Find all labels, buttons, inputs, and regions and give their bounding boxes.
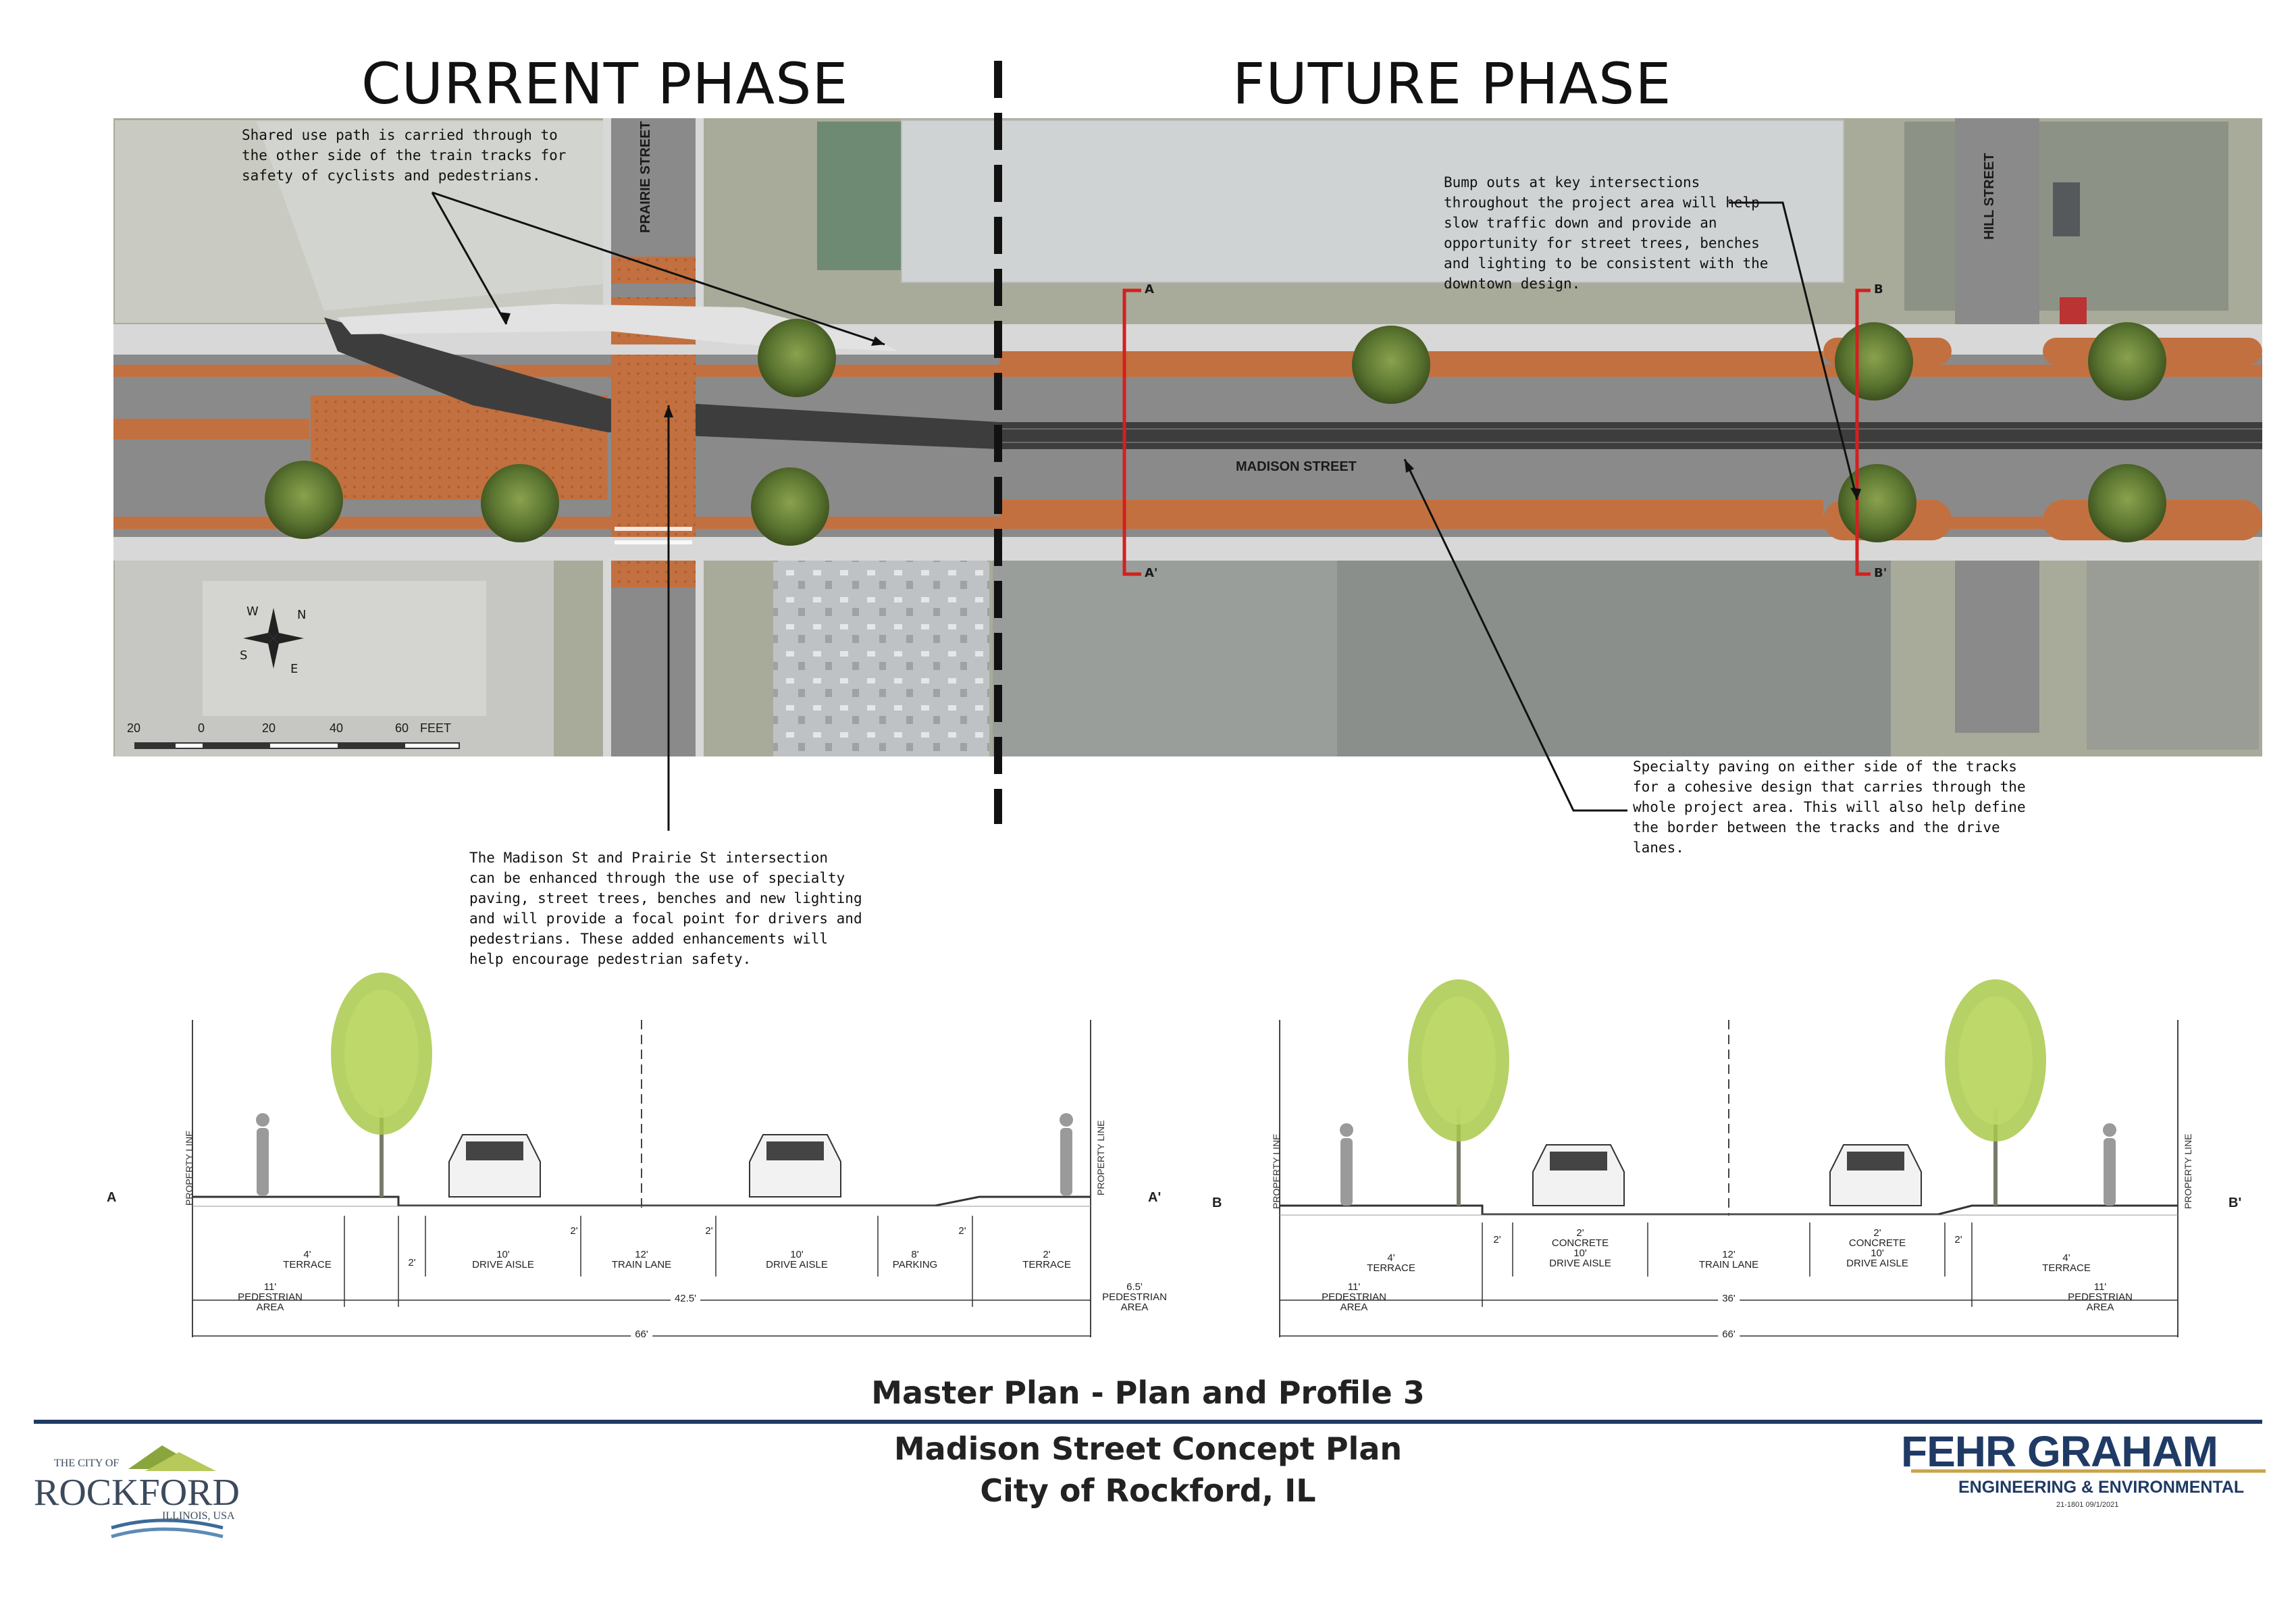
future-phase-title: FUTURE PHASE: [1232, 51, 1672, 117]
section-a-property-line-left: PROPERTY LINE: [184, 1130, 194, 1206]
section-a-terrace-left: 4' TERRACE: [283, 1249, 332, 1270]
section-b-drawing: [1279, 979, 2178, 1337]
north-arrow: [243, 608, 304, 669]
prairie-street-label: PRAIRIE STREET: [638, 121, 653, 233]
compass-w: W: [246, 604, 259, 619]
scale-tick-20: 20: [262, 721, 276, 735]
section-a-right-label: A': [1148, 1190, 1162, 1205]
section-a-drawing: [192, 973, 1091, 1337]
sheet-title: Master Plan - Plan and Profile 3: [871, 1374, 1425, 1411]
note-shared-use-path: Shared use path is carried through to th…: [242, 127, 567, 184]
scale-tick-20-left: 20: [127, 721, 141, 735]
section-mark-a-prime: A': [1145, 566, 1158, 580]
rockford-logo-the-city-of: THE CITY OF: [54, 1458, 120, 1469]
section-b-drive-right: 2' CONCRETE 10' DRIVE AISLE: [1846, 1227, 1908, 1269]
section-b-ped-right: 11' PEDESTRIAN AREA: [2068, 1281, 2133, 1313]
fehr-graham-logo-tagline: ENGINEERING & ENVIRONMENTAL: [1958, 1478, 2245, 1497]
section-b-right-label: B': [2228, 1195, 2242, 1210]
hill-street-label: HILL STREET: [1982, 153, 1997, 240]
madison-street-label: MADISON STREET: [1236, 459, 1357, 474]
fehr-graham-drawing-code: 21-1801 09/1/2021: [2056, 1501, 2119, 1509]
train-track-future: [999, 422, 2262, 449]
section-b-roadway-width: 36': [1718, 1293, 1740, 1304]
warehouse-roof: [902, 120, 1844, 282]
fehr-graham-logo-name: FEHR GRAHAM: [1901, 1427, 2218, 1476]
client-title: City of Rockford, IL: [980, 1472, 1316, 1509]
section-b-total-width: 66': [1718, 1329, 1740, 1339]
intersection-paving: [611, 355, 696, 537]
street-trees: [265, 319, 2166, 546]
section-b-train-lane: 12' TRAIN LANE: [1698, 1249, 1759, 1270]
section-b-property-line-left: PROPERTY LINE: [1271, 1133, 1282, 1209]
scale-tick-60: 60: [395, 721, 409, 735]
section-b-ped-left: 11' PEDESTRIAN AREA: [1322, 1281, 1386, 1313]
section-mark-b: B: [1874, 282, 1883, 297]
section-a-left-label: A: [107, 1190, 117, 1205]
note-intersection: The Madison St and Prairie St intersecti…: [469, 850, 862, 967]
section-b-terrace-right: 4' TERRACE: [2042, 1252, 2091, 1274]
rockford-logo-state: ILLINOIS, USA: [162, 1510, 235, 1522]
section-a-drive-left: 10' DRIVE AISLE: [472, 1249, 534, 1270]
section-b-left-label: B: [1212, 1195, 1222, 1210]
section-b-drive-left: 2' CONCRETE 10' DRIVE AISLE: [1549, 1227, 1611, 1269]
note-bump-outs: Bump outs at key intersections throughou…: [1444, 174, 1769, 292]
rockford-logo-name: ROCKFORD: [34, 1472, 240, 1514]
compass-n: N: [297, 608, 307, 622]
leader-lines: [431, 191, 1858, 831]
section-a-gutter-left: 2': [408, 1257, 416, 1268]
section-a-terrace-right: 2' TERRACE: [1022, 1249, 1071, 1270]
section-b-property-line-right: PROPERTY LINE: [2183, 1133, 2193, 1209]
section-a-ped-left: 11' PEDESTRIAN AREA: [238, 1281, 303, 1313]
section-b-terrace-left: 4' TERRACE: [1367, 1252, 1415, 1274]
section-a-parking: 8' PARKING: [892, 1249, 938, 1270]
section-b-gutter-left: 2': [1493, 1234, 1501, 1245]
current-phase-title: CURRENT PHASE: [361, 51, 849, 117]
note-specialty-paving: Specialty paving on either side of the t…: [1633, 758, 2026, 856]
project-title: Madison Street Concept Plan: [893, 1431, 1403, 1467]
section-a-total-width: 66': [631, 1329, 652, 1339]
section-cut-lines: [1122, 288, 1871, 576]
train-track-current: [324, 317, 999, 449]
compass-s: S: [240, 648, 248, 663]
scale-unit: FEET: [420, 721, 452, 735]
section-mark-a: A: [1145, 282, 1154, 297]
scale-tick-40: 40: [330, 721, 344, 735]
section-a-drive-right: 10' DRIVE AISLE: [766, 1249, 828, 1270]
section-b-gutter-right: 2': [1954, 1234, 1962, 1245]
section-a-ped-right: 6.5' PEDESTRIAN AREA: [1102, 1281, 1167, 1313]
section-a-concrete-left: 2': [570, 1225, 578, 1237]
building-roof-lower-left: [773, 561, 989, 756]
section-a-gutter-right: 2': [958, 1225, 966, 1237]
section-a-concrete-right: 2': [705, 1225, 713, 1237]
section-mark-b-prime: B': [1874, 566, 1887, 580]
scale-bar: [134, 742, 460, 749]
section-a-property-line-right: PROPERTY LINE: [1095, 1120, 1106, 1195]
scale-tick-0: 0: [198, 721, 205, 735]
section-a-roadway-width: 42.5': [670, 1293, 701, 1304]
section-a-train-lane: 12' TRAIN LANE: [611, 1249, 672, 1270]
rockford-logo-mark: [111, 1445, 224, 1539]
compass-e: E: [290, 662, 298, 676]
shared-use-path: [338, 304, 898, 351]
